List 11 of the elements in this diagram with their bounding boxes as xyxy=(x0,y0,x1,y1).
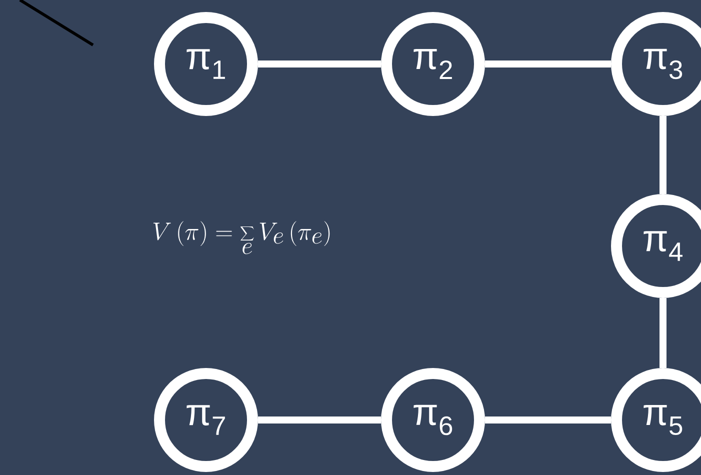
connector-line xyxy=(660,298,666,368)
formula: $V\left(\pi\right)=\sum_{e} V_{e}\left(\pi_{e}\right)$ xyxy=(153,221,330,254)
connector-line xyxy=(258,416,381,424)
connector-line xyxy=(660,116,666,194)
circle-node: π$_{7}$ xyxy=(154,368,258,472)
circle-node: π$_{1}$ xyxy=(154,12,258,116)
circle-node: π$_{6}$ xyxy=(381,368,485,472)
connector-line xyxy=(258,60,381,68)
connector-line xyxy=(485,60,611,68)
circle-node: π$_{2}$ xyxy=(381,12,485,116)
connector-line xyxy=(485,416,611,424)
